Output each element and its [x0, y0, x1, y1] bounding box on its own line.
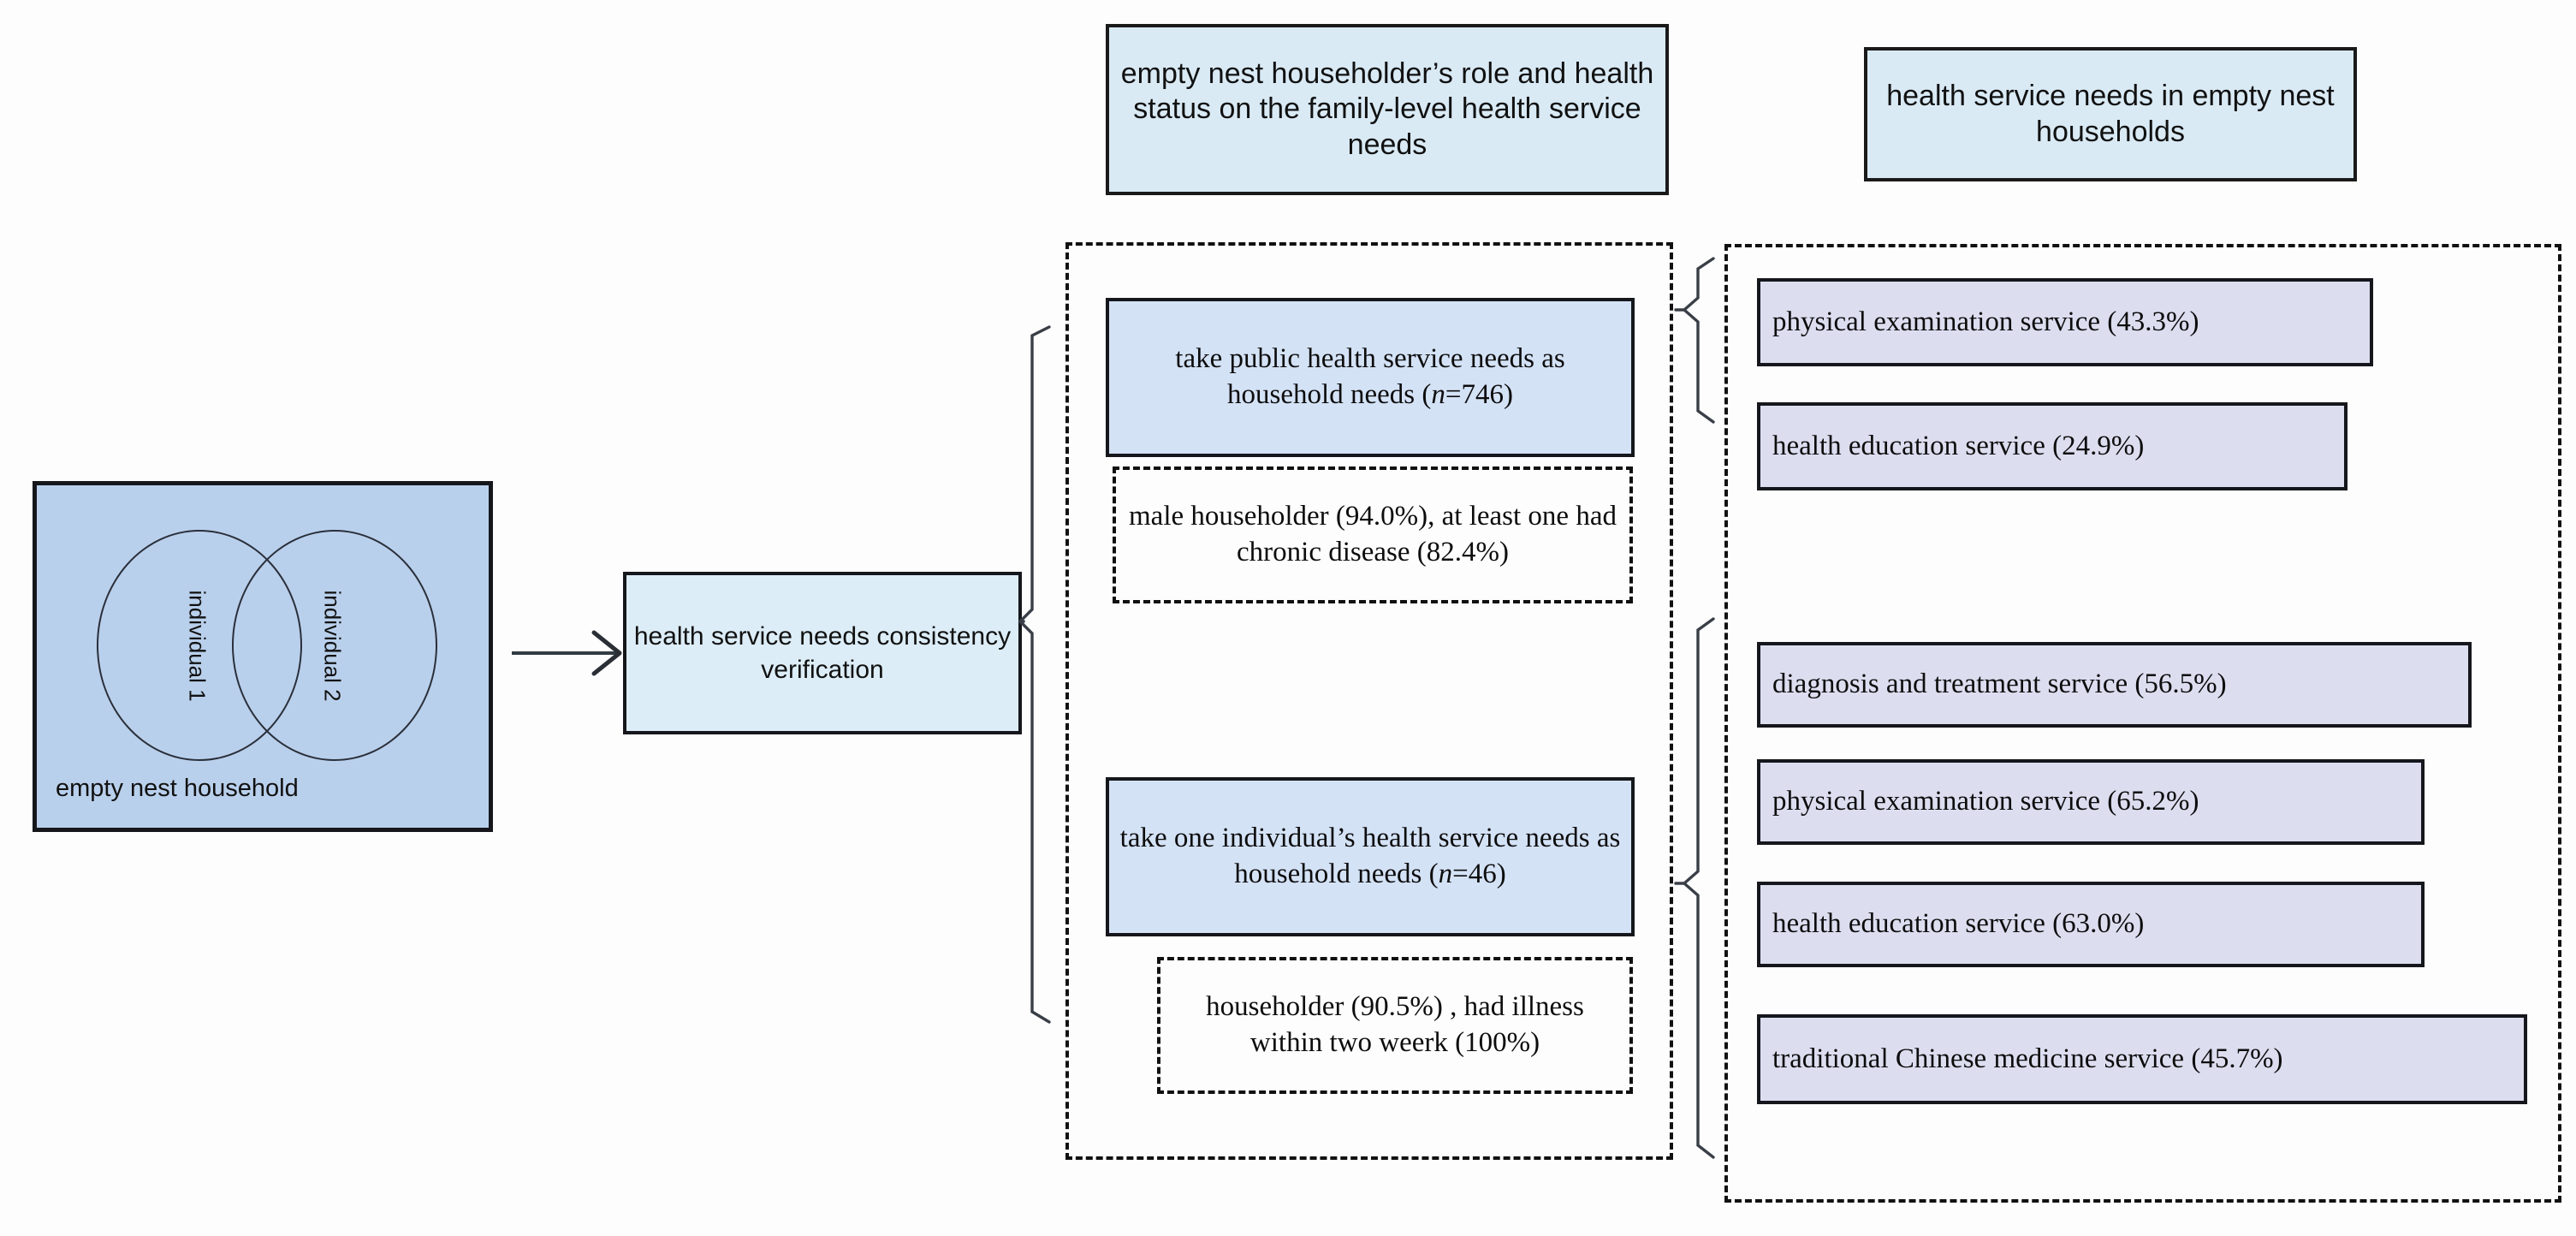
header-box-right: health service needs in empty nest house…	[1864, 47, 2357, 181]
service-box-health-education-630: health education service (63.0%)	[1757, 882, 2425, 967]
branch-one-individual-text-n: n	[1438, 859, 1453, 889]
venn-circle-individual-2	[232, 530, 437, 761]
brace-right-group-2	[1674, 617, 1715, 1159]
brace-right-group-1	[1674, 257, 1715, 424]
branch-public-health-main-text: take public health service needs as hous…	[1118, 342, 1623, 413]
service-box-physical-examination-433: physical examination service (43.3%)	[1757, 278, 2373, 366]
service-box-traditional-chinese-medicine-457: traditional Chinese medicine service (45…	[1757, 1014, 2527, 1104]
venn-caption-empty-nest-household: empty nest household	[56, 775, 299, 802]
branch-one-individual-text-pre: take one individual’s health service nee…	[1119, 823, 1621, 889]
branch-public-health-text-post: =746)	[1445, 379, 1513, 410]
empty-nest-household-venn-box: individual 1 individual 2 empty nest hou…	[33, 481, 493, 832]
health-service-needs-consistency-verification-box: health service needs consistency verific…	[623, 572, 1022, 734]
venn-label-individual-2: individual 2	[319, 590, 346, 702]
branch-one-individual-main-text: take one individual’s health service nee…	[1118, 821, 1623, 892]
middle-dashed-panel	[1065, 242, 1673, 1160]
branch-public-health-text-pre: take public health service needs as hous…	[1175, 343, 1565, 410]
branch-one-individual-main-box: take one individual’s health service nee…	[1106, 777, 1635, 936]
branch-one-individual-detail-box: householder (90.5%) , had illness within…	[1157, 957, 1633, 1094]
venn-label-individual-1: individual 1	[184, 590, 211, 702]
service-box-health-education-249: health education service (24.9%)	[1757, 402, 2347, 490]
header-box-middle: empty nest householder’s role and health…	[1106, 24, 1669, 195]
service-box-physical-examination-652: physical examination service (65.2%)	[1757, 759, 2425, 845]
arrow-right-icon	[512, 630, 622, 676]
service-box-diagnosis-treatment-565: diagnosis and treatment service (56.5%)	[1757, 642, 2472, 728]
branch-public-health-detail-box: male householder (94.0%), at least one h…	[1113, 466, 1633, 603]
branch-one-individual-text-post: =46)	[1452, 859, 1506, 889]
brace-left-branches	[1018, 325, 1051, 1024]
branch-public-health-main-box: take public health service needs as hous…	[1106, 298, 1635, 457]
right-dashed-panel	[1724, 244, 2561, 1203]
branch-public-health-text-n: n	[1431, 379, 1445, 410]
